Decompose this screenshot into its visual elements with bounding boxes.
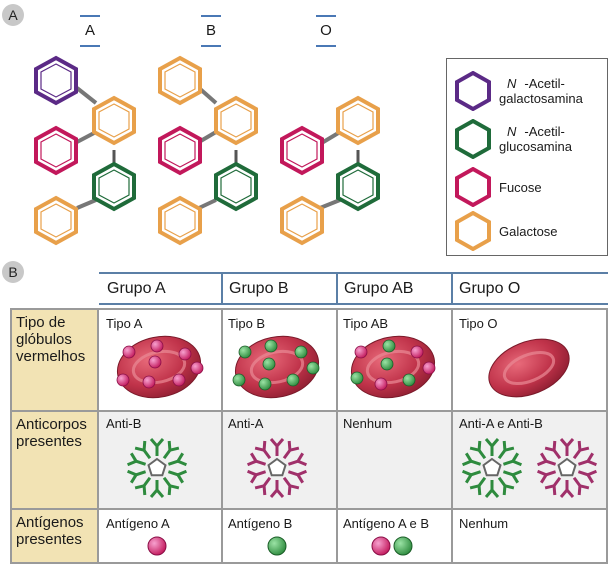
type-label-o: O bbox=[314, 14, 338, 53]
type-label-b-text: B bbox=[205, 22, 216, 39]
type-label-a: A bbox=[78, 14, 102, 53]
legend-item-fucose: Fucose bbox=[455, 167, 542, 207]
bracket-icon bbox=[316, 15, 336, 47]
rbc-cell-ab: Tipo AB bbox=[343, 316, 389, 331]
legend-galnac-line1: N-Acetil- bbox=[507, 76, 565, 91]
legend-glcnac-line2: glucosamina bbox=[499, 139, 572, 154]
antigen-a-icon bbox=[371, 536, 391, 556]
anti-a-antibody-icon bbox=[246, 437, 308, 499]
antibody-cell-o: Anti-A e Anti-B bbox=[459, 416, 543, 431]
type-label-b: B bbox=[199, 14, 223, 53]
antibody-cell-b: Anti-A bbox=[228, 416, 264, 431]
galnac-hex-icon bbox=[455, 71, 491, 111]
antigen-cell-b: Antígeno B bbox=[228, 516, 293, 531]
galactose-hex-icon bbox=[92, 96, 136, 145]
oligosaccharide-diagram bbox=[34, 56, 380, 245]
rbc-cell-o: Tipo O bbox=[459, 316, 498, 331]
glcnac-hex-icon bbox=[214, 162, 258, 211]
fucose-hex-icon bbox=[158, 126, 202, 175]
galactose-hex-icon bbox=[280, 196, 324, 245]
row-header-antibodies: Anticorpos presentes bbox=[10, 412, 97, 508]
legend-item-galactose: Galactose bbox=[455, 211, 558, 251]
type-label-o-text: O bbox=[320, 22, 332, 39]
bracket-icon bbox=[201, 15, 221, 47]
column-header-a: Grupo A bbox=[99, 272, 221, 305]
chain-o bbox=[280, 96, 380, 245]
antigen-ab-dots bbox=[350, 339, 436, 391]
anti-a-antibody-icon bbox=[536, 437, 598, 499]
bracket-icon bbox=[80, 15, 100, 47]
antigen-b-icon bbox=[267, 536, 287, 556]
chain-a bbox=[34, 56, 136, 245]
legend-item-glcnac: N-Acetil-glucosamina bbox=[455, 119, 572, 159]
antigen-a-icon bbox=[147, 536, 167, 556]
galactose-hex-icon bbox=[34, 196, 78, 245]
row-header-antigens: Antígenos presentes bbox=[10, 510, 97, 563]
row-header-rbc: Tipo de glóbulos vermelhos bbox=[10, 310, 97, 410]
legend-fucose-label: Fucose bbox=[499, 179, 542, 195]
rbc-illustrations bbox=[116, 335, 570, 399]
glcnac-hex-icon bbox=[92, 162, 136, 211]
fucose-hex-icon bbox=[34, 126, 78, 175]
panel-a-badge: A bbox=[2, 4, 24, 26]
antibody-cell-ab: Nenhum bbox=[343, 416, 393, 431]
legend-glcnac-line1: N-Acetil- bbox=[507, 124, 565, 139]
glcnac-hex-icon bbox=[455, 119, 491, 159]
antibody-row-bg bbox=[99, 412, 608, 508]
antigen-b-dots bbox=[232, 339, 320, 391]
fucose-hex-icon bbox=[280, 126, 324, 175]
column-header-b: Grupo B bbox=[221, 272, 336, 305]
antigen-cell-o: Nenhum bbox=[459, 516, 509, 531]
legend: N-Acetil-galactosamina N-Acetil-glucosam… bbox=[446, 58, 608, 256]
rbc-cell-b: Tipo B bbox=[228, 316, 266, 331]
column-header-o: Grupo O bbox=[451, 272, 608, 305]
legend-item-galnac: N-Acetil-galactosamina bbox=[455, 71, 583, 111]
rbc-cell-a: Tipo A bbox=[106, 316, 143, 331]
chain-b bbox=[158, 56, 258, 245]
column-header-ab: Grupo AB bbox=[336, 272, 451, 305]
antigen-a-dots bbox=[116, 339, 204, 389]
legend-galactose-label: Galactose bbox=[499, 223, 558, 239]
type-label-a-text: A bbox=[84, 22, 95, 39]
antibody-cell-a: Anti-B bbox=[106, 416, 142, 431]
antigen-cell-ab: Antígeno A e B bbox=[343, 516, 430, 531]
rbc-type-o bbox=[488, 338, 570, 398]
anti-b-antibody-icon bbox=[126, 437, 188, 499]
galactose-hex-icon bbox=[214, 96, 258, 145]
galnac-hex-icon bbox=[34, 56, 78, 105]
galactose-hex-icon bbox=[158, 56, 202, 105]
antigen-illustrations bbox=[147, 536, 413, 556]
galactose-hex-icon bbox=[336, 96, 380, 145]
glcnac-hex-icon bbox=[336, 162, 380, 211]
panel-b-badge: B bbox=[2, 261, 24, 283]
antigen-cell-a: Antígeno A bbox=[106, 516, 170, 531]
fucose-hex-icon bbox=[455, 167, 491, 207]
galactose-hex-icon bbox=[455, 211, 491, 251]
antibody-illustrations bbox=[126, 437, 598, 499]
anti-b-antibody-icon bbox=[461, 437, 523, 499]
legend-galnac-line2: galactosamina bbox=[499, 91, 583, 106]
galactose-hex-icon bbox=[158, 196, 202, 245]
antigen-b-icon bbox=[393, 536, 413, 556]
